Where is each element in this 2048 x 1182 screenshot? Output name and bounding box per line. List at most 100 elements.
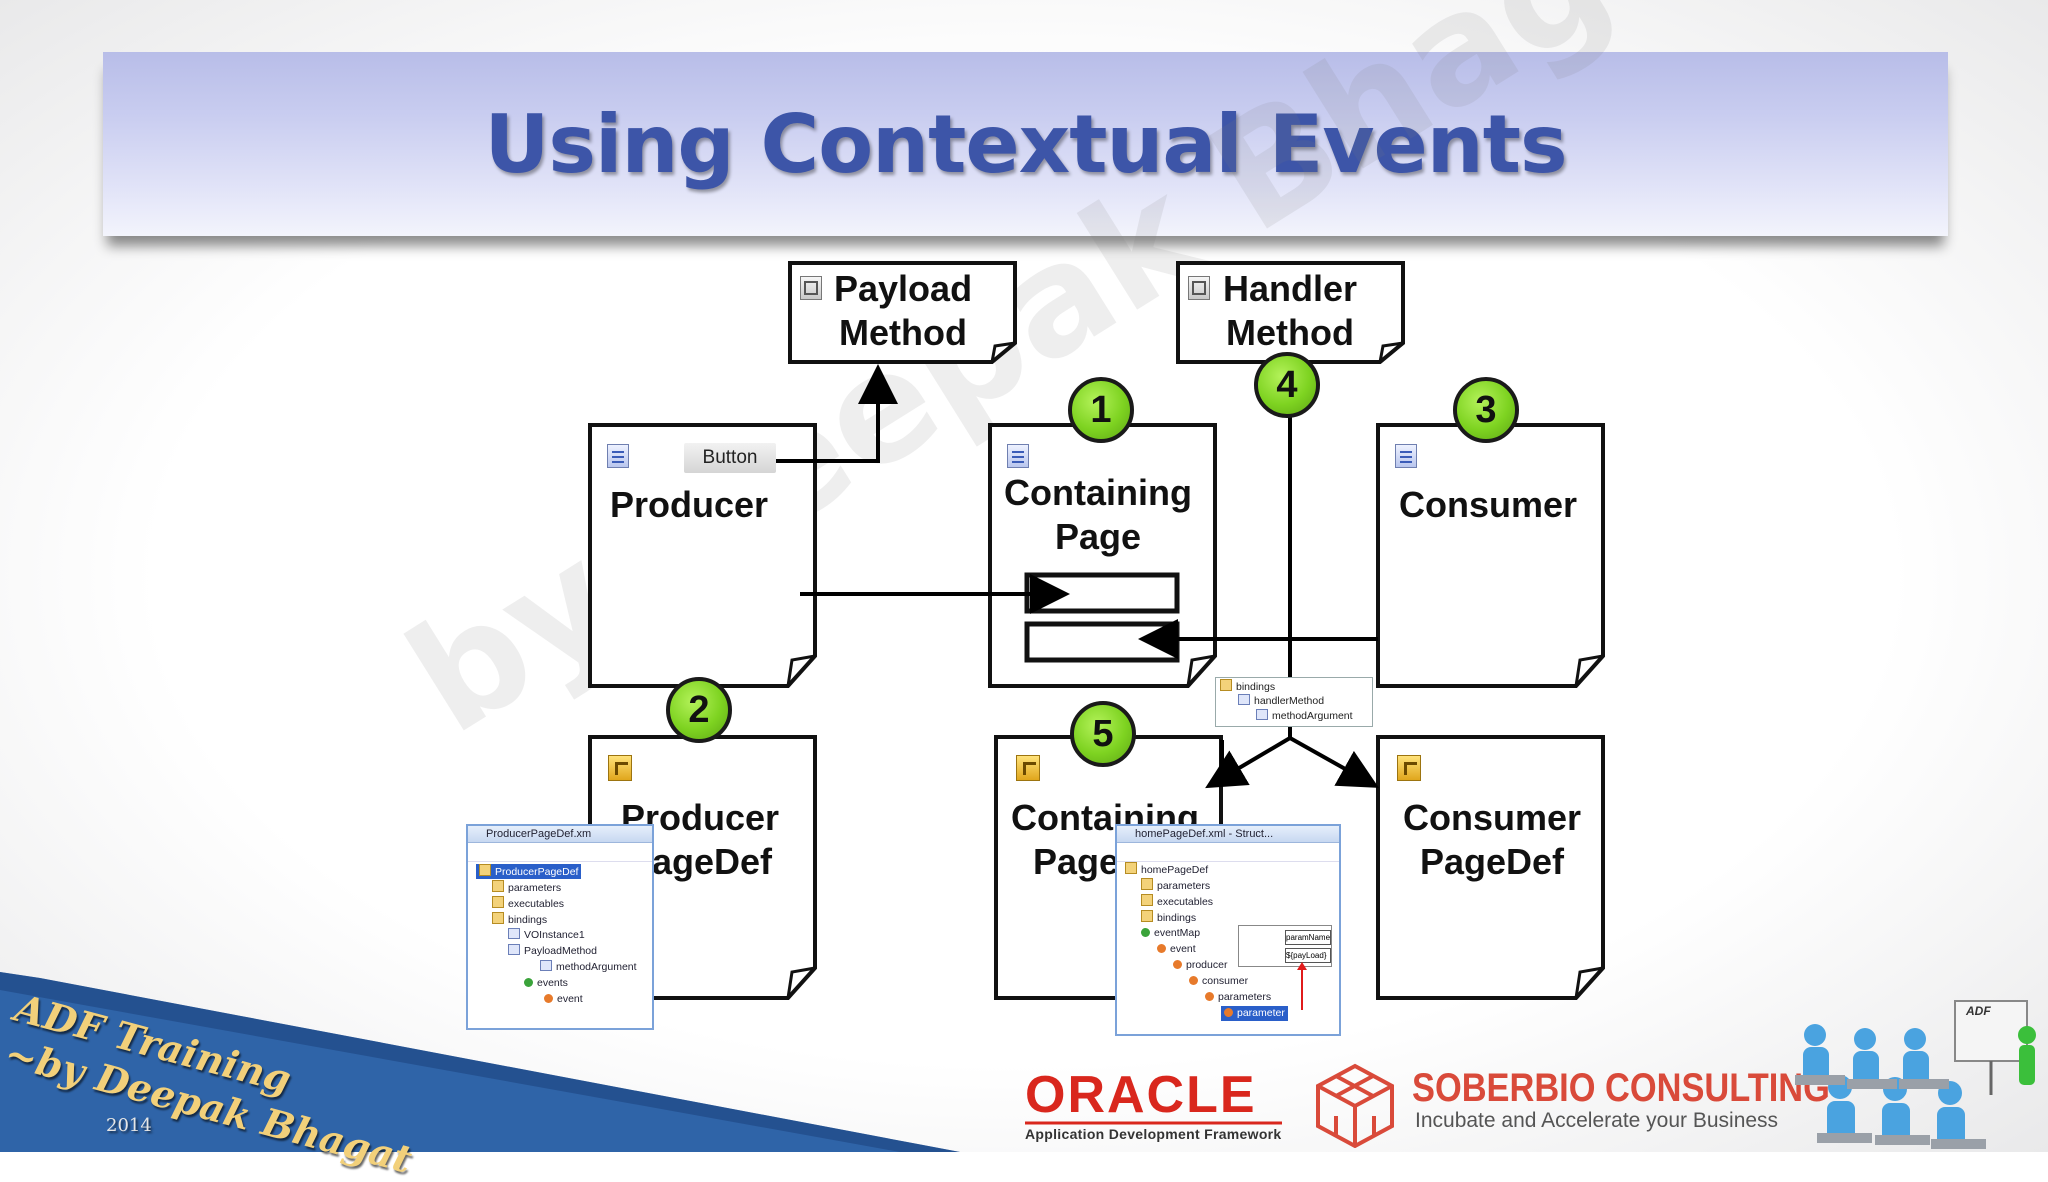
pagedef-icon (1397, 755, 1421, 781)
param-value-field: ${payLoad} (1285, 948, 1331, 963)
folder-icon (492, 880, 504, 892)
pagedef-icon (1016, 755, 1040, 781)
tree-label: event (1170, 943, 1196, 955)
tree-label: events (537, 977, 568, 989)
label-line: Consumer (1403, 797, 1581, 838)
tree-row: bindings (492, 912, 547, 927)
tree-row: event (544, 992, 583, 1007)
region-consumer (1027, 624, 1177, 660)
tree-row: handlerMethod (1238, 694, 1324, 709)
page-icon (1007, 444, 1029, 468)
containing-page-label: Containing Page (1000, 471, 1196, 559)
label-line: Method (839, 312, 967, 353)
page-icon (607, 444, 629, 468)
consumer-icon (1189, 976, 1198, 985)
handler-to-consumer-pagedef-arrow (1290, 738, 1372, 784)
tree-label: methodArgument (1272, 710, 1353, 722)
tree-label: bindings (1157, 912, 1196, 924)
folder-icon (1141, 878, 1153, 890)
oracle-subtitle: Application Development Framework (1025, 1126, 1282, 1142)
tree-row: bindings (1220, 679, 1275, 694)
tree-label: parameters (1218, 991, 1271, 1003)
event-icon (544, 994, 553, 1003)
label-line: Containing (1004, 472, 1192, 513)
tree-row: parameter (1221, 1006, 1288, 1021)
label-line: Page (1055, 516, 1141, 557)
tree-label: VOInstance1 (524, 929, 585, 941)
folder-icon (1125, 862, 1137, 874)
param-name-field: paramName (1285, 930, 1331, 945)
tree-label: bindings (1236, 681, 1275, 693)
tree-row: homePageDef (1125, 862, 1208, 877)
consumer-pagedef-label: Consumer PageDef (1397, 796, 1587, 884)
tree-label: homePageDef (1141, 864, 1208, 876)
folder-icon (1220, 679, 1232, 691)
tree-row: parameters (1205, 990, 1271, 1005)
pagedef-icon (608, 755, 632, 781)
panel-toolbar (468, 843, 652, 862)
method-icon (800, 276, 822, 300)
step-badge-1: 1 (1068, 377, 1134, 443)
events-icon (524, 978, 533, 987)
label-line: Method (1226, 312, 1354, 353)
tree-label: producer (1186, 959, 1227, 971)
folder-icon (492, 896, 504, 908)
label-line: Consumer (1399, 484, 1577, 525)
tree-row: producer (1173, 958, 1227, 973)
tree-row: bindings (1141, 910, 1196, 925)
tree-row: ProducerPageDef (476, 864, 581, 879)
argument-icon (540, 960, 552, 971)
method-icon (508, 944, 520, 955)
handler-bindings-panel: bindings handlerMethod methodArgument (1215, 677, 1373, 727)
step-badge-4: 4 (1254, 352, 1320, 418)
method-icon (1188, 276, 1210, 300)
label-line: Producer (610, 484, 768, 525)
banner-year: 2014 (106, 1115, 152, 1136)
tree-row: eventMap (1141, 926, 1200, 941)
payload-method-label: Payload Method (834, 267, 972, 355)
step-badge-5: 5 (1070, 701, 1136, 767)
folder-icon (479, 864, 491, 876)
eventmap-icon (1141, 928, 1150, 937)
tree-label: executables (508, 898, 564, 910)
tree-label: executables (1157, 896, 1213, 908)
method-icon (1238, 694, 1250, 705)
parameter-popup: paramName ${payLoad} (1238, 925, 1332, 967)
tree-label: event (557, 993, 583, 1005)
step-badge-2: 2 (666, 677, 732, 743)
soberbio-tagline: Incubate and Accelerate your Business (1415, 1109, 1778, 1133)
button-widget: Button (684, 443, 776, 473)
folder-icon (1141, 910, 1153, 922)
label-line: Handler (1223, 268, 1357, 309)
folder-icon (492, 912, 504, 924)
diagram-canvas (0, 0, 2048, 1152)
tree-row: event (1157, 942, 1196, 957)
tree-row: executables (492, 896, 564, 911)
tree-row: events (524, 976, 568, 991)
label-line: Payload (834, 268, 972, 309)
tree-row: consumer (1189, 974, 1248, 989)
page-icon (1395, 444, 1417, 468)
consumer-label: Consumer (1399, 483, 1577, 527)
tree-label: eventMap (1154, 927, 1200, 939)
producer-pagedef-structure-panel: ProducerPageDef.xm ProducerPageDef param… (466, 824, 654, 1030)
panel-title: homePageDef.xml - Struct... (1117, 826, 1339, 843)
label-line: PageDef (1420, 841, 1564, 882)
step-badge-3: 3 (1453, 377, 1519, 443)
parameter-icon (1224, 1008, 1233, 1017)
adf-board-label: ADF (1966, 1004, 1991, 1018)
producer-icon (1173, 960, 1182, 969)
tree-row: methodArgument (1256, 709, 1353, 724)
tree-row: methodArgument (540, 960, 637, 975)
tree-row: parameters (1141, 878, 1210, 893)
tree-label: parameter (1237, 1007, 1285, 1019)
popup-red-arrow (1296, 962, 1308, 1012)
event-icon (1157, 944, 1166, 953)
oracle-wordmark: ORACLE (1025, 1068, 1282, 1122)
soberbio-name: SOBERBIO CONSULTING (1412, 1066, 1830, 1111)
tree-row: VOInstance1 (508, 928, 585, 943)
tree-label: ProducerPageDef (495, 866, 578, 878)
panel-toolbar (1117, 843, 1339, 862)
tree-row: parameters (492, 880, 561, 895)
parameters-icon (1205, 992, 1214, 1001)
